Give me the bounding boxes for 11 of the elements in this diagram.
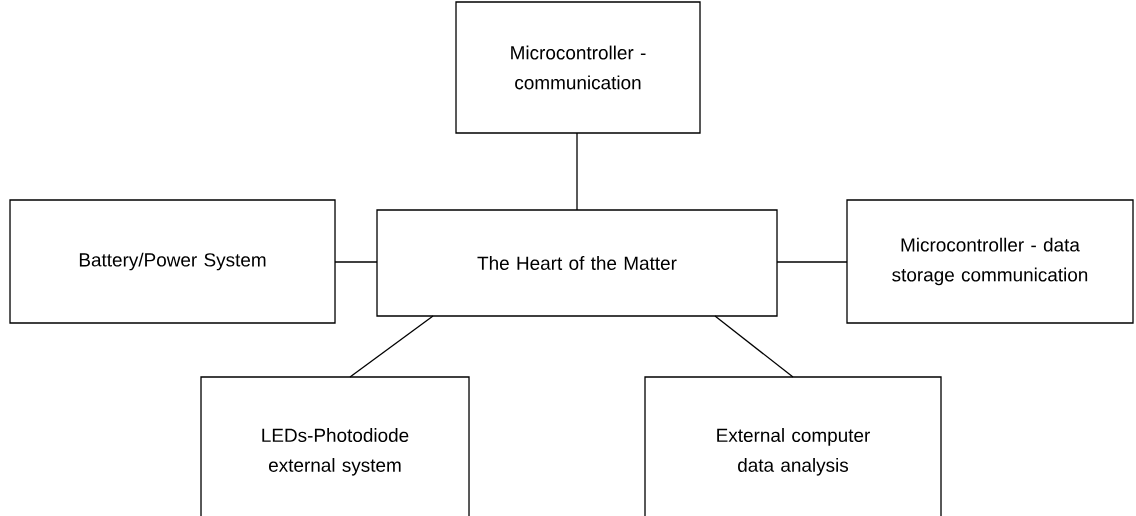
- component-box: Microcontroller - communication: [455, 1, 701, 134]
- component-box: Battery/Power System: [9, 199, 336, 324]
- title-box: The Heart of the Matter: [376, 209, 778, 317]
- connector-line: [714, 315, 794, 378]
- connector-line: [776, 261, 848, 263]
- connector-line: [576, 132, 578, 211]
- component-box: Microcontroller - data storage communication: [846, 199, 1134, 324]
- connector-line: [349, 315, 434, 378]
- connector-line: [334, 261, 378, 263]
- component-box: LEDs-Photodiode external system: [200, 376, 470, 516]
- component-box: External computer data analysis: [644, 376, 942, 516]
